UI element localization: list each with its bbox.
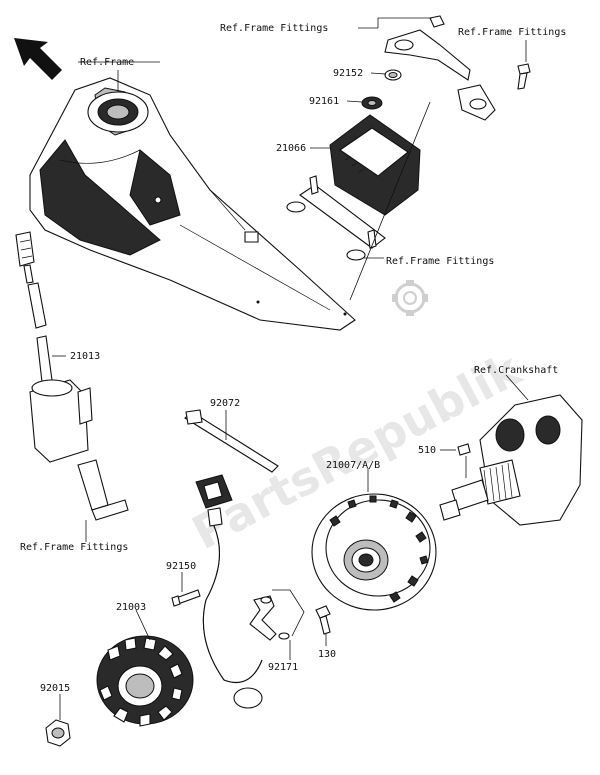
label-ref-frame-fittings-top: Ref.Frame Fittings: [220, 23, 328, 34]
part-510-key: [457, 443, 471, 456]
part-92015-nut: [45, 719, 71, 747]
bolt-top-right: [517, 63, 531, 90]
part-92171-clamp: [249, 595, 290, 641]
part-92152-collar: [384, 69, 402, 81]
fitting-bracket-top: [384, 15, 496, 121]
label-21013: 21013: [70, 351, 100, 362]
gear-logo-icon: [392, 280, 428, 316]
leader-21003: [135, 609, 151, 641]
label-ref-crankshaft: Ref.Crankshaft: [474, 365, 558, 376]
label-92161: 92161: [309, 96, 339, 107]
stator-harness: [195, 474, 263, 709]
part-21003-stator: [96, 635, 194, 727]
front-arrow-icon: [14, 38, 62, 80]
part-92161-damper: [361, 96, 383, 110]
label-21003: 21003: [116, 602, 146, 613]
leader-92161: [346, 100, 363, 103]
frame-part: [29, 77, 356, 331]
crankshaft-part: [439, 394, 583, 526]
leader-92171-bracket: [272, 589, 305, 637]
label-ref-frame-fittings-left: Ref.Frame Fittings: [20, 542, 128, 553]
label-92015: 92015: [40, 683, 70, 694]
label-92072: 92072: [210, 398, 240, 409]
label-92150: 92150: [166, 561, 196, 572]
label-92171: 92171: [268, 662, 298, 673]
part-92072-band: [184, 409, 279, 473]
label-92152: 92152: [333, 68, 363, 79]
part-92150-bolt: [171, 589, 201, 607]
leader-fittings-mid-diag: [349, 101, 431, 301]
part-21066-regulator: [286, 114, 421, 261]
part-21007-rotor: [311, 493, 437, 611]
part-130-bolt: [315, 605, 331, 635]
leader-92152: [370, 72, 387, 75]
leader-ref-crankshaft: [505, 374, 529, 401]
label-ref-frame-fittings-mid: Ref.Frame Fittings: [386, 256, 494, 267]
label-21066: 21066: [276, 143, 306, 154]
label-130: 130: [318, 649, 336, 660]
label-ref-frame: Ref.Frame: [80, 57, 134, 68]
part-21013-coil: [15, 231, 129, 521]
label-510: 510: [418, 445, 436, 456]
label-21007: 21007/A/B: [326, 460, 380, 471]
label-ref-frame-fittings-right: Ref.Frame Fittings: [458, 27, 566, 38]
